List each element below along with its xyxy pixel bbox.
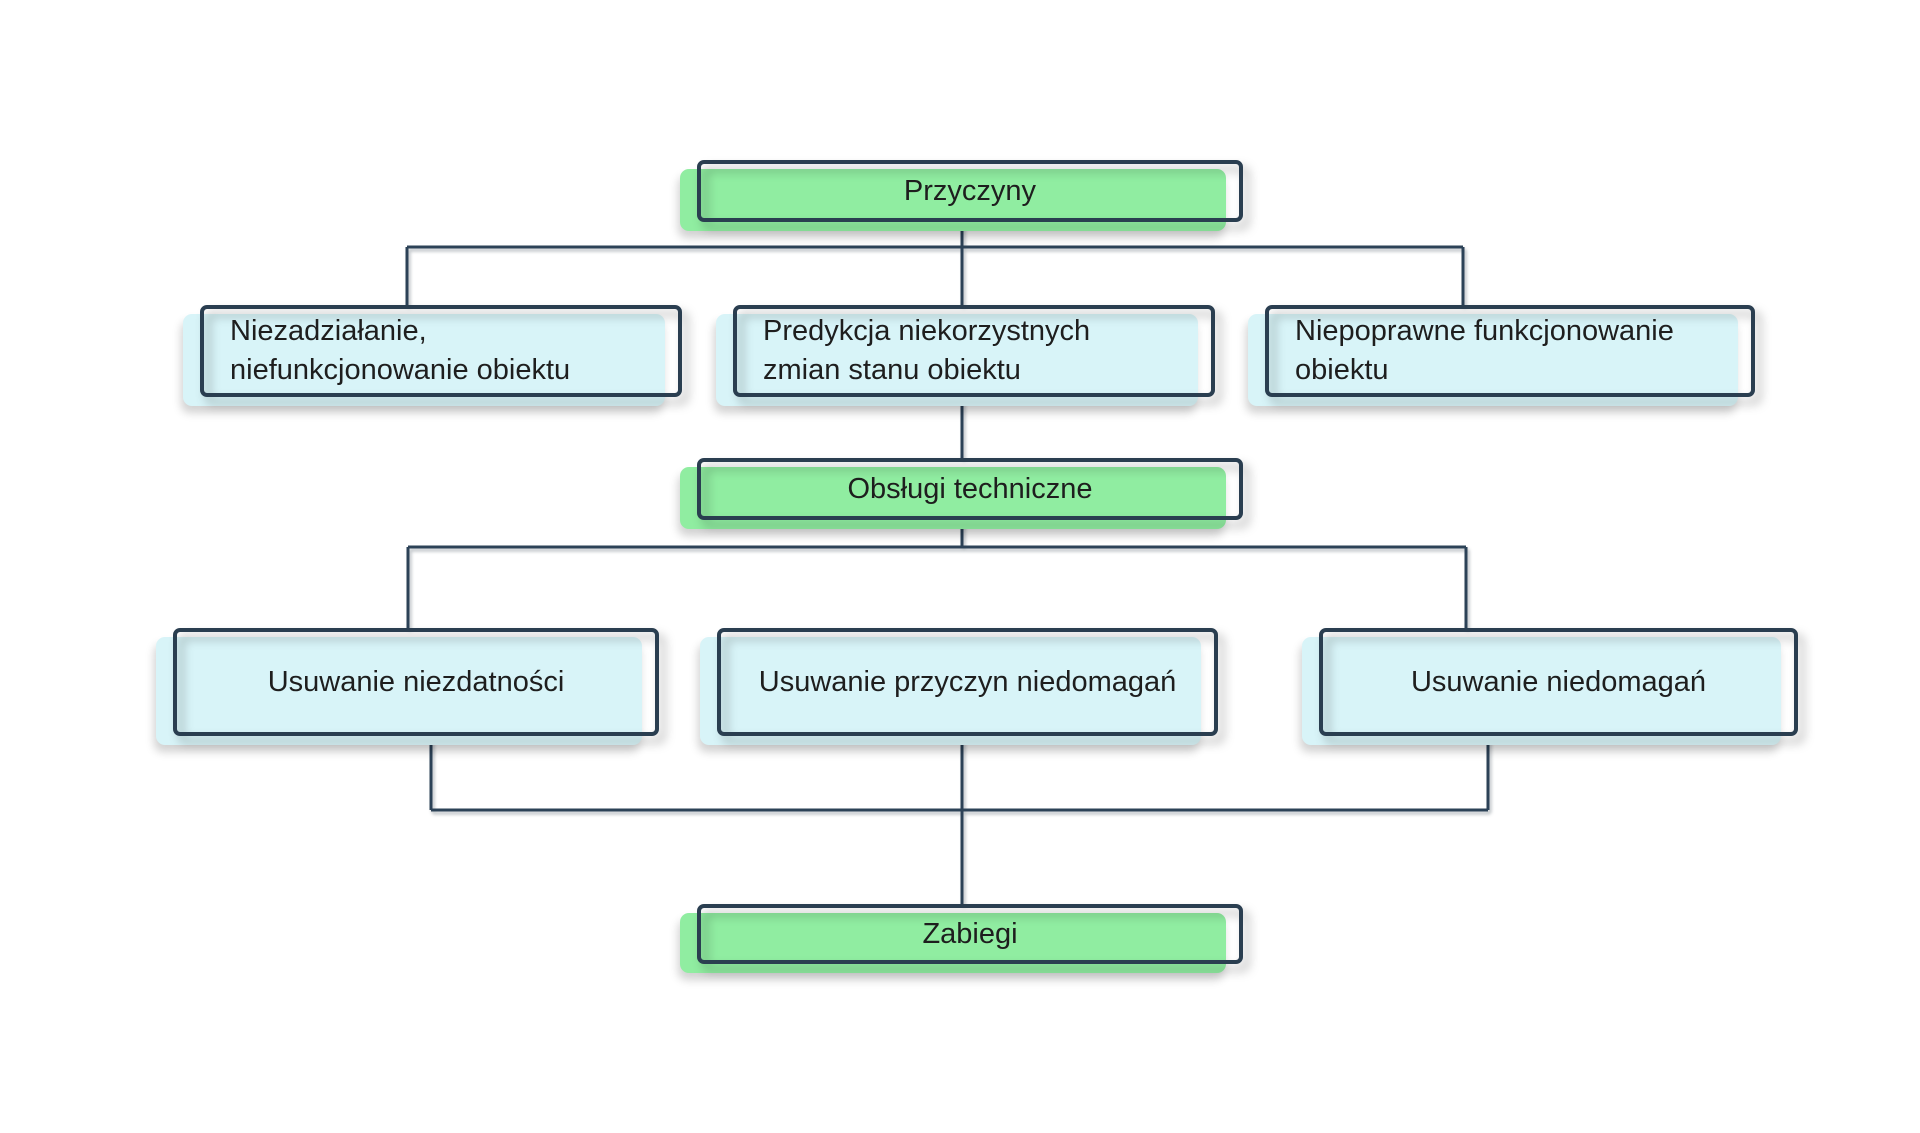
label-line: Predykcja niekorzystnych (763, 315, 1091, 347)
node-zabiegi-label: Zabiegi (922, 917, 1018, 950)
node-obslugi-label: Obsługi techniczne (847, 472, 1093, 505)
label-line: Niepoprawne funkcjonowanie (1295, 315, 1674, 347)
node-przyczyny-label: Przyczyny (903, 174, 1037, 207)
node-predykcja-label: Predykcja niekorzystnych zmian stanu obi… (733, 305, 1215, 397)
node-usuwanie-przyczyn-label: Usuwanie przyczyn niedomagań (758, 665, 1177, 698)
node-niezadzialanie: Niezadziałanie, niefunkcjonowanie obiekt… (200, 305, 682, 397)
node-usuwanie-przyczyn-face (717, 628, 1218, 736)
node-usuwanie-niedomagan-label: Usuwanie niedomagań (1410, 665, 1707, 698)
node-przyczyny: Przyczyny (697, 160, 1243, 222)
node-zabiegi: Zabiegi (697, 904, 1243, 964)
node-niepoprawne-face (1265, 305, 1755, 397)
node-zabiegi-face (697, 904, 1243, 964)
node-niepoprawne-label: Niepoprawne funkcjonowanie obiektu (1265, 305, 1755, 397)
node-usuwanie-niezdatnosci: Usuwanie niezdatności (173, 628, 659, 736)
node-obslugi: Obsługi techniczne (697, 458, 1243, 520)
label-line: zmian stanu obiektu (763, 354, 1021, 386)
node-usuwanie-niezdatnosci-label: Usuwanie niezdatności (267, 665, 565, 698)
node-niepoprawne: Niepoprawne funkcjonowanie obiektu (1265, 305, 1755, 397)
node-predykcja-face (733, 305, 1215, 397)
label-line: Niezadziałanie, (230, 315, 427, 347)
node-niezadzialanie-label: Niezadziałanie, niefunkcjonowanie obiekt… (200, 305, 682, 397)
node-niezadzialanie-face (200, 305, 682, 397)
label-line: obiektu (1295, 354, 1389, 386)
node-usuwanie-niedomagan: Usuwanie niedomagań (1319, 628, 1798, 736)
node-usuwanie-przyczyn: Usuwanie przyczyn niedomagań (717, 628, 1218, 736)
node-usuwanie-niedomagan-face (1319, 628, 1798, 736)
node-usuwanie-niezdatnosci-face (173, 628, 659, 736)
node-obslugi-face (697, 458, 1243, 520)
node-przyczyny-face (697, 160, 1243, 222)
node-predykcja: Predykcja niekorzystnych zmian stanu obi… (733, 305, 1215, 397)
label-line: niefunkcjonowanie obiektu (230, 354, 571, 386)
